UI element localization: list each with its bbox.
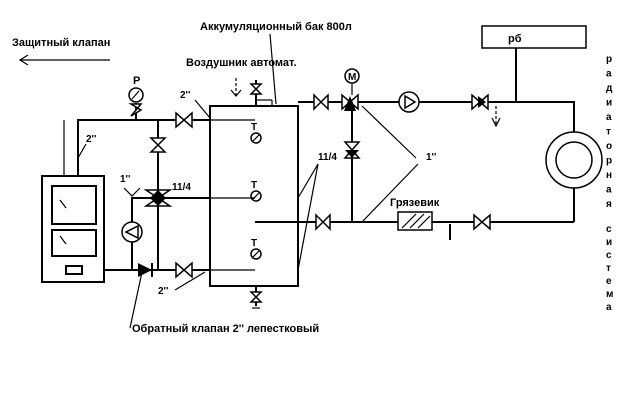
system-letter: и [606, 237, 612, 248]
pipe-2-bottom-label: 2'' [158, 286, 168, 297]
radiator-letter: а [606, 112, 612, 123]
radiator-letter: а [606, 185, 612, 196]
pipe-11-4-tank-label: 11/4 [318, 152, 337, 163]
safety-valve-label: Защитный клапан [12, 37, 110, 49]
check-valve-label: Обратный клапан 2'' лепестковый [132, 323, 319, 335]
thermo-label-3: T [251, 238, 257, 249]
thermo-label-2: T [251, 180, 257, 191]
pressure-label: Р [133, 75, 140, 87]
air-vent-label: Воздушник автомат. [186, 57, 297, 69]
radiator-letter: я [606, 199, 612, 210]
motor-label: M [348, 72, 356, 83]
radiator-letter: н [606, 170, 612, 181]
rb-box: рб [481, 25, 587, 102]
thermometer-bottom: T [250, 238, 262, 260]
radiator-letter: т [606, 127, 611, 138]
pressure-gauge: Р [128, 75, 144, 117]
safety-valve-arrow [18, 54, 110, 66]
system-letter: с [606, 224, 612, 235]
tank-label: Аккумуляционный бак 800л [200, 21, 352, 33]
pipe-2-left-label: 2'' [86, 134, 96, 145]
boiler [41, 175, 105, 283]
pipe-1-boiler-label: 1'' [120, 174, 130, 185]
pipe-2-top-label: 2'' [180, 90, 190, 101]
storage-tank [209, 105, 299, 287]
right-supply-pipe [298, 91, 516, 222]
system-letter: е [606, 276, 612, 287]
radiator-letter: р [606, 156, 612, 167]
right-return-pipe [255, 211, 574, 240]
radiator-loop [516, 101, 603, 222]
thermo-label-1: T [251, 122, 257, 133]
mud-trap-label: Грязевик [390, 197, 440, 209]
radiator-letter: а [606, 69, 612, 80]
valve-top-supply [175, 111, 193, 129]
pipe-11-4-boiler-label: 11/4 [172, 182, 191, 193]
bypass-pipe [143, 120, 210, 270]
motor: M [344, 68, 360, 95]
thermometer-top: T [250, 122, 262, 144]
radiator-letter: д [606, 83, 613, 94]
boiler-pump-loop [121, 187, 158, 270]
air-vent [230, 78, 273, 106]
system-letter: м [606, 289, 613, 300]
radiator-letter: о [606, 141, 612, 152]
radiator-letter: и [606, 98, 612, 109]
tank-drain [249, 286, 263, 309]
radiator-letter: р [606, 54, 612, 65]
system-letter: с [606, 250, 612, 261]
system-letter: т [606, 263, 611, 274]
rb-label: рб [508, 33, 522, 45]
system-letter: а [606, 302, 612, 313]
pipe-1-right-label: 1'' [426, 152, 436, 163]
